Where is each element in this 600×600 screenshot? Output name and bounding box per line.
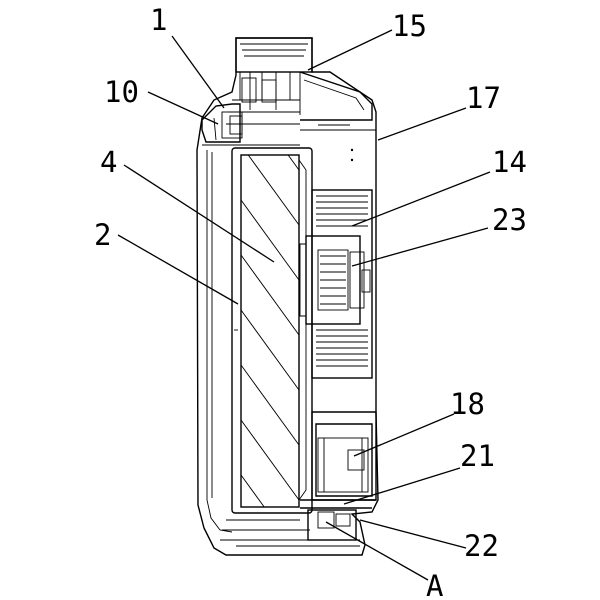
- label-22: 22: [464, 529, 499, 563]
- fan-assembly: [299, 189, 373, 379]
- top-cover: [299, 71, 376, 162]
- label-A: A: [426, 569, 443, 600]
- label-18: 18: [450, 387, 485, 421]
- label-17: 17: [466, 81, 501, 115]
- side-latch: [201, 103, 243, 143]
- label-14: 14: [492, 145, 527, 179]
- label-10: 10: [104, 75, 139, 109]
- leader-lines: [117, 29, 491, 581]
- outer-housing: [196, 37, 379, 556]
- filter-cartridge: [231, 147, 313, 514]
- label-4: 4: [100, 145, 117, 179]
- bottom-base: [220, 499, 376, 547]
- reference-labels: 1 15 10 17 4 14 2 23 18 21 22 A: [94, 3, 527, 600]
- label-2: 2: [94, 218, 111, 252]
- label-1: 1: [150, 3, 167, 37]
- lower-chamber: [311, 411, 377, 501]
- label-15: 15: [392, 9, 427, 43]
- label-23: 23: [492, 203, 527, 237]
- top-cap: [226, 37, 313, 125]
- label-21: 21: [460, 439, 495, 473]
